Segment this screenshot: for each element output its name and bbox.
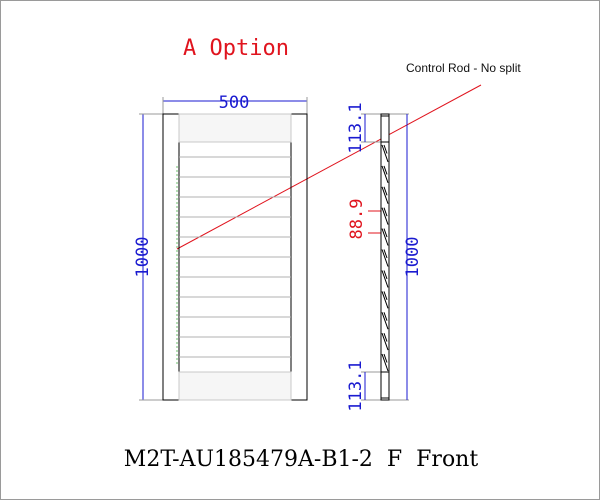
side-louver-blade xyxy=(381,312,389,330)
side-louver-blade xyxy=(381,165,389,183)
side-louver-blades xyxy=(381,144,389,372)
side-view: 113.1 88.9 1000 113.1 xyxy=(346,102,423,411)
side-louver-blade xyxy=(381,228,389,246)
drawing-footer-label: M2T-AU185479A-B1-2 F Front xyxy=(124,447,479,472)
top-rail-dimension-label: 113.1 xyxy=(346,102,366,153)
side-height-dimension-label: 1000 xyxy=(403,237,423,278)
control-rod-leader-line xyxy=(176,84,482,250)
height-dimension-label: 1000 xyxy=(133,237,153,278)
side-louver-blade xyxy=(381,144,389,163)
side-louver-blade xyxy=(381,249,389,267)
side-bottom-rail-block xyxy=(380,371,390,399)
top-rail xyxy=(178,113,292,143)
side-frame-profile xyxy=(380,113,390,401)
side-louver-blade xyxy=(381,207,389,225)
bottom-rail xyxy=(178,371,292,401)
bottom-rail-dimension-label: 113.1 xyxy=(346,360,366,411)
side-louver-blade xyxy=(381,270,389,288)
side-louver-blade xyxy=(381,353,389,372)
side-top-rail-block xyxy=(380,115,390,143)
louver-blades xyxy=(179,156,291,358)
side-louver-blade xyxy=(381,186,389,204)
width-dimension-label: 500 xyxy=(219,93,250,113)
drawing-title: A Option xyxy=(183,36,289,61)
control-rod-annotation: Control Rod - No split xyxy=(406,61,521,75)
blade-pitch-dimension-label: 88.9 xyxy=(347,199,367,240)
side-louver-blade xyxy=(381,333,389,351)
side-louver-blade xyxy=(381,291,389,309)
front-view: 500 1000 xyxy=(133,93,308,401)
